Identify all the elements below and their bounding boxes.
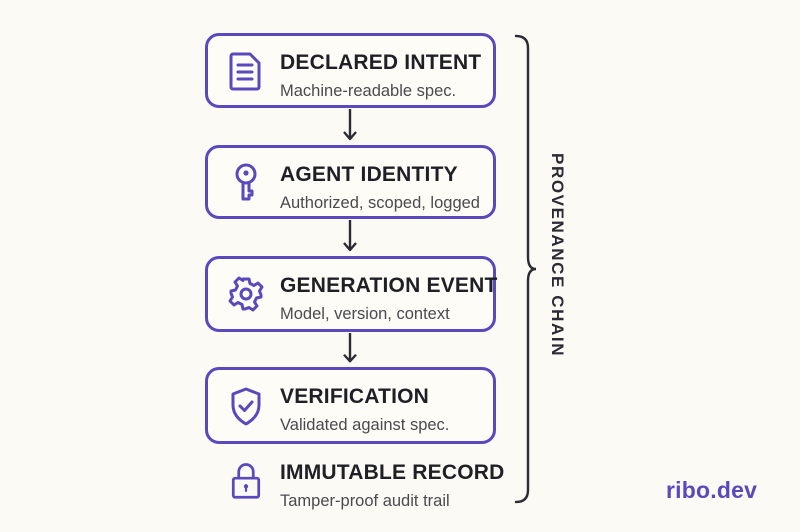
brace-label: PROVENANCE CHAIN bbox=[548, 152, 567, 358]
step-immutable-record: IMMUTABLE RECORD Tamper-proof audit trai… bbox=[205, 452, 505, 510]
shield-check-icon bbox=[228, 386, 264, 426]
step-subtitle: Authorized, scoped, logged bbox=[280, 194, 480, 212]
key-icon bbox=[228, 162, 264, 202]
arrow-down-icon bbox=[342, 220, 358, 255]
step-title: AGENT IDENTITY bbox=[280, 163, 458, 186]
brand-logo: ribo.dev bbox=[666, 477, 758, 503]
arrow-down-icon bbox=[342, 333, 358, 366]
step-title: IMMUTABLE RECORD bbox=[280, 461, 505, 484]
step-declared-intent: DECLARED INTENT Machine-readable spec. bbox=[205, 33, 496, 108]
step-subtitle: Model, version, context bbox=[280, 305, 450, 323]
lock-icon bbox=[228, 460, 264, 500]
arrow-down-icon bbox=[342, 109, 358, 144]
step-subtitle: Tamper-proof audit trail bbox=[280, 492, 450, 510]
step-title: DECLARED INTENT bbox=[280, 51, 482, 74]
step-subtitle: Validated against spec. bbox=[280, 416, 450, 434]
curly-brace-icon bbox=[512, 33, 542, 505]
step-generation-event: GENERATION EVENT Model, version, context bbox=[205, 256, 498, 332]
step-agent-identity: AGENT IDENTITY Authorized, scoped, logge… bbox=[205, 145, 496, 219]
step-title: VERIFICATION bbox=[280, 385, 430, 408]
step-subtitle: Machine-readable spec. bbox=[280, 82, 457, 100]
document-icon bbox=[228, 51, 264, 91]
step-verification: VERIFICATION Validated against spec. bbox=[205, 367, 496, 444]
gear-icon bbox=[228, 274, 264, 314]
step-title: GENERATION EVENT bbox=[280, 274, 498, 297]
